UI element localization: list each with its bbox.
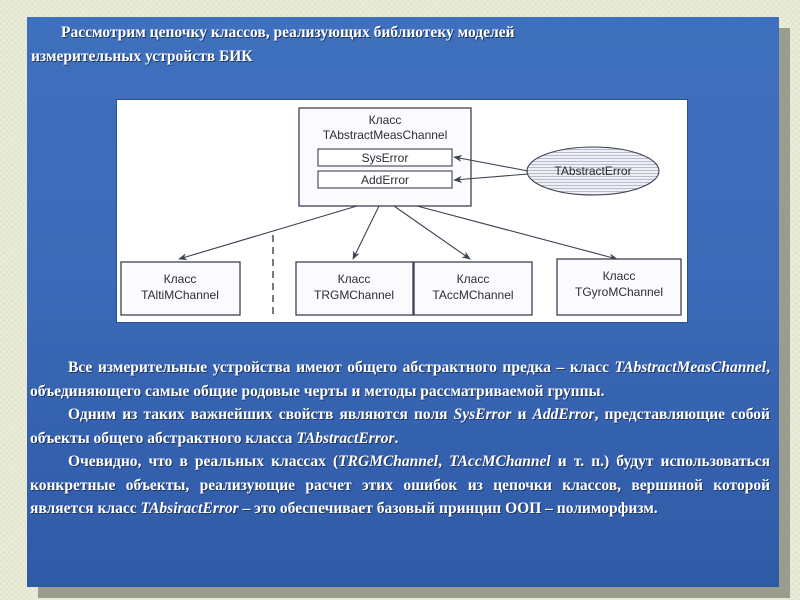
intro-line-1: Рассмотрим цепочку классов, реализующих … — [61, 24, 515, 41]
slide: Рассмотрим цепочку классов, реализующих … — [27, 17, 779, 587]
p2-syserror: SysError — [453, 406, 512, 424]
paragraph-2: Одним из таких важнейших свойств являютс… — [30, 403, 770, 450]
p3-accm: TAccMChannel — [449, 453, 551, 471]
p2-text-a: Одним из таких важнейших свойств являютс… — [68, 406, 454, 424]
child-class-name-altim: TAltiMChannel — [141, 288, 219, 302]
child-class-box-gyrom — [556, 258, 682, 316]
child-class-name-gyrom: TGyroMChannel — [575, 285, 663, 299]
adderror-association-arrow — [453, 173, 529, 183]
syserror-association-arrow — [453, 155, 529, 172]
child-class-label-gyrom: Класс — [603, 269, 636, 283]
inheritance-arrow-rgm — [352, 205, 380, 260]
p2-text-e: , представляющие собой объекты общего аб… — [30, 406, 770, 447]
p3-abstract-error: TAbsiractError — [140, 500, 239, 518]
adderror-field-box — [317, 170, 453, 189]
p2-text-g: . — [394, 429, 399, 447]
adderror-field: AddError — [361, 173, 409, 187]
p2-adderror: AddError — [532, 406, 595, 424]
base-class-name: TAbstractMeasChannel — [323, 128, 448, 142]
child-class-box-accm — [413, 261, 533, 316]
inheritance-arrow-accm — [393, 205, 471, 260]
syserror-field: SysError — [362, 151, 409, 165]
p1-text-a: Все измерительные устройства имеют общег… — [68, 359, 615, 376]
p1-text-c: , объединяющего самые общие родовые черт… — [30, 359, 770, 400]
child-class-box-rgm — [295, 261, 414, 316]
syserror-field-box — [317, 148, 453, 167]
inheritance-arrow-gyrom — [416, 205, 618, 261]
p3-text-e: и т. п.) будут использоваться конкретные… — [30, 453, 771, 518]
paragraph-3: Очевидно, что в реальных классах (TRGMCh… — [30, 450, 770, 521]
child-class-label-rgm: Класс — [338, 272, 371, 286]
p1-class-name: TAbstractMeasChannel — [614, 359, 767, 376]
child-class-label-altim: Класс — [164, 272, 197, 286]
class-diagram: Класс TAbstractMeasChannel SysError AddE… — [116, 99, 688, 323]
p3-text-c: , — [438, 453, 450, 471]
p3-text-a: Очевидно, что в реальных классах ( — [68, 453, 339, 471]
p2-abstract-error: TAbstractError — [296, 429, 395, 447]
intro-line-2: измерительных устройств БИК — [31, 47, 253, 65]
abstract-error-label: TAbstractError — [554, 164, 631, 178]
p3-rgm: TRGMChannel — [338, 453, 439, 471]
inheritance-arrow-altim — [178, 205, 358, 261]
p2-text-c: и — [511, 406, 533, 424]
child-class-name-accm: TAccMChannel — [432, 288, 513, 302]
child-class-label-accm: Класс — [457, 272, 490, 286]
paragraph-1: Все измерительные устройства имеют общег… — [30, 356, 770, 403]
body-text: Все измерительные устройства имеют общег… — [30, 356, 770, 521]
base-class-label: Класс — [369, 113, 402, 127]
child-class-box-altim — [120, 261, 241, 316]
intro-text: Рассмотрим цепочку классов, реализующих … — [31, 21, 771, 68]
child-class-name-rgm: TRGMChannel — [314, 288, 394, 302]
p3-text-g: – это обеспечивает базовый принцип ООП –… — [238, 500, 658, 518]
class-diagram-svg: Класс TAbstractMeasChannel SysError AddE… — [120, 107, 682, 316]
